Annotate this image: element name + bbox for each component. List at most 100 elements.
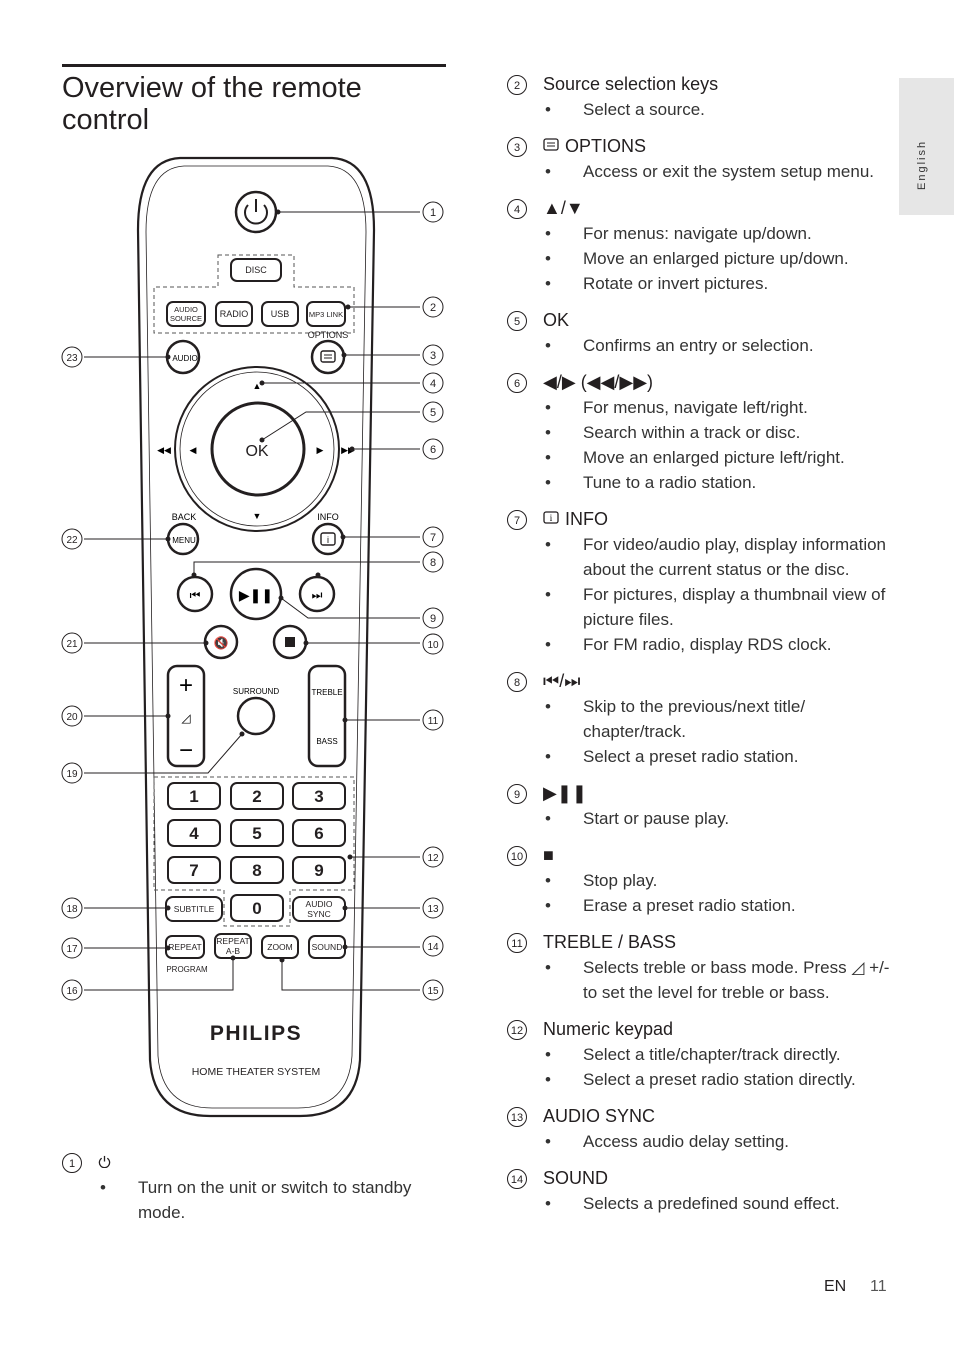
key-1: 1 xyxy=(189,787,198,806)
svg-text:4: 4 xyxy=(430,378,436,390)
item-number: 2 xyxy=(507,74,527,95)
callout-4: 4 xyxy=(422,372,444,394)
remote-menu-label: MENU xyxy=(172,536,196,545)
item-number: 3 xyxy=(507,136,527,157)
options-icon xyxy=(543,134,559,159)
page-number: 11 xyxy=(870,1278,887,1295)
callout-12: 12 xyxy=(422,846,444,868)
item-bullets: Stop play.Erase a preset radio station. xyxy=(507,868,902,918)
language-tab xyxy=(899,78,954,215)
svg-text:9: 9 xyxy=(430,613,436,625)
svg-text:−: − xyxy=(179,737,193,764)
item-title: INFO xyxy=(565,509,608,529)
bullet: Selects treble or bass mode. Press ◿ +/-… xyxy=(545,955,902,1005)
remote-control-illustration: DISC AUDIO SOURCE RADIO USB MP3 LINK OPT… xyxy=(61,156,444,1118)
item-bullets: For menus, navigate left/right.Search wi… xyxy=(507,395,902,495)
item-bullets: For video/audio play, display informatio… xyxy=(507,532,902,657)
bullet: Erase a preset radio station. xyxy=(545,893,902,918)
svg-text:AUDIO: AUDIO xyxy=(306,899,333,909)
remote-sound-label: SOUND xyxy=(312,942,343,952)
bullet: Access or exit the system setup menu. xyxy=(545,159,902,184)
callout-17: 17 xyxy=(61,937,83,959)
bullet: For menus, navigate left/right. xyxy=(545,395,902,420)
bullet: Tune to a radio station. xyxy=(545,470,902,495)
bullet: Start or pause play. xyxy=(545,806,902,831)
svg-text:11: 11 xyxy=(428,716,439,727)
item-bullets: Access or exit the system setup menu. xyxy=(507,159,902,184)
item-bullets: Skip to the previous/next title/ chapter… xyxy=(507,694,902,769)
svg-text:+: + xyxy=(179,672,193,699)
svg-text:i: i xyxy=(550,513,553,523)
bullet: Turn on the unit or switch to standby mo… xyxy=(100,1175,442,1225)
item-number: 1 xyxy=(62,1152,82,1173)
key-3: 3 xyxy=(314,787,323,806)
item-title: ▲/▼ xyxy=(543,198,584,218)
item-number: 14 xyxy=(507,1168,527,1189)
callout-18: 18 xyxy=(61,897,83,919)
item-number: 8 xyxy=(507,671,527,692)
item-1: 1 Turn on the unit or switch to standby … xyxy=(62,1150,442,1225)
svg-text:◀◀: ◀◀ xyxy=(157,445,171,455)
svg-text:⏭: ⏭ xyxy=(312,588,323,602)
remote-subtitle-label: SUBTITLE xyxy=(174,904,215,914)
svg-text:10: 10 xyxy=(427,640,439,651)
bullet: Stop play. xyxy=(545,868,902,893)
svg-text:SYNC: SYNC xyxy=(307,909,331,919)
language-tab-label: English xyxy=(916,139,928,190)
callout-21: 21 xyxy=(61,632,83,654)
callout-19: 19 xyxy=(61,762,83,784)
item-number: 5 xyxy=(507,310,527,331)
item-number: 7 xyxy=(507,509,527,530)
bullet: Move an enlarged picture left/right. xyxy=(545,445,902,470)
bullet: Select a preset radio station directly. xyxy=(545,1067,902,1092)
remote-repeat-label: REPEAT xyxy=(168,942,201,952)
item-number: 6 xyxy=(507,372,527,393)
svg-text:▶▶: ▶▶ xyxy=(341,445,355,455)
item-number: 12 xyxy=(507,1019,527,1040)
item-bullets: Access audio delay setting. xyxy=(507,1129,902,1154)
item-number: 4 xyxy=(507,198,527,219)
item-8: 8 ⏮/⏭ Skip to the previous/next title/ cha… xyxy=(507,669,902,769)
svg-text:5: 5 xyxy=(430,407,436,419)
item-bullets: Confirms an entry or selection. xyxy=(507,333,902,358)
svg-text:⏮: ⏮ xyxy=(190,588,201,602)
item-6: 6 ◀/▶ (◀◀/▶▶) For menus, navigate left/rig… xyxy=(507,370,902,495)
svg-text:A-B: A-B xyxy=(226,946,241,956)
svg-text:SOURCE: SOURCE xyxy=(170,314,202,323)
svg-text:22: 22 xyxy=(66,535,78,546)
bullet: Search within a track or disc. xyxy=(545,420,902,445)
item-bullets: Selects a predefined sound effect. xyxy=(507,1191,902,1216)
svg-text:AUDIO: AUDIO xyxy=(174,305,198,314)
bullet: Access audio delay setting. xyxy=(545,1129,902,1154)
callout-23: 23 xyxy=(61,346,83,368)
svg-text:8: 8 xyxy=(430,557,436,569)
callout-15: 15 xyxy=(422,979,444,1001)
item-title: ◀/▶ (◀◀/▶▶) xyxy=(543,372,654,392)
remote-radio-label: RADIO xyxy=(220,309,249,319)
svg-text:▼: ▼ xyxy=(253,511,262,521)
svg-text:7: 7 xyxy=(430,532,436,544)
info-icon: i xyxy=(543,507,559,532)
svg-text:14: 14 xyxy=(427,942,439,953)
callout-20: 20 xyxy=(61,705,83,727)
item-title: ⏮/⏭ xyxy=(543,671,581,691)
key-9: 9 xyxy=(314,861,323,880)
callout-9: 9 xyxy=(422,607,444,629)
item-number: 10 xyxy=(507,845,527,866)
item-10: 10■Stop play.Erase a preset radio statio… xyxy=(507,843,902,918)
key-6: 6 xyxy=(314,824,323,843)
key-7: 7 xyxy=(189,861,198,880)
remote-usb-label: USB xyxy=(271,309,290,319)
page-title: Overview of the remote control xyxy=(62,72,362,136)
svg-text:13: 13 xyxy=(427,904,439,915)
item-4: 4▲/▼For menus: navigate up/down.Move an … xyxy=(507,196,902,296)
remote-options-label: OPTIONS xyxy=(308,330,349,340)
remote-info-label: INFO xyxy=(317,512,339,522)
remote-back-label: BACK xyxy=(172,512,197,522)
item-title: OK xyxy=(543,310,570,330)
item-title: ▶❚❚ xyxy=(543,783,588,803)
power-button xyxy=(234,190,278,234)
